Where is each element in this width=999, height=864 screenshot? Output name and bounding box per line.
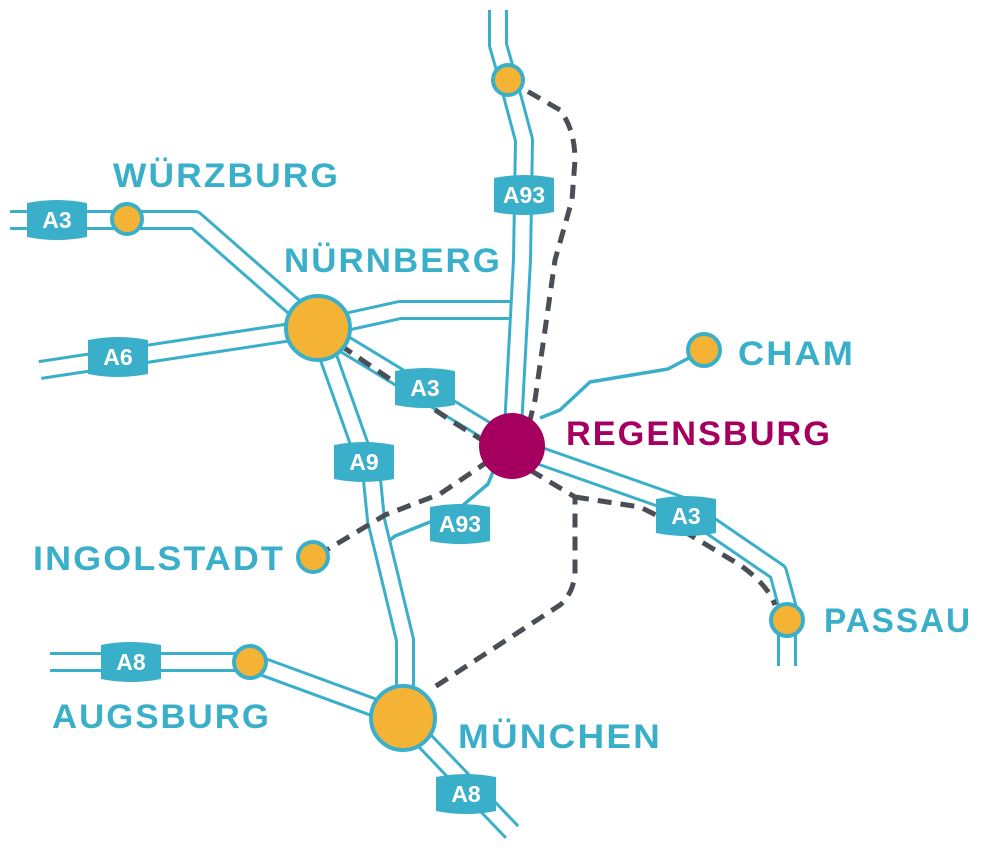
rail-ingolstadt (313, 457, 492, 560)
node-regensburg[interactable] (479, 413, 545, 479)
city-nodes (110, 63, 805, 752)
shield-a6: A6 (88, 337, 148, 377)
shield-label: A8 (451, 781, 481, 807)
shield-label: A93 (439, 511, 481, 537)
road-cham (539, 348, 705, 420)
rail-muenchen (428, 467, 578, 693)
road-shields: A3 A6 A93 A3 A9 A93 A3 A8 (27, 175, 716, 814)
shield-label: A8 (116, 649, 146, 675)
node-ingolstadt[interactable] (296, 540, 330, 574)
shield-label: A9 (349, 449, 378, 475)
label-nuernberg: NÜRNBERG (284, 242, 502, 280)
rail-lines (313, 77, 778, 693)
shield-a93-south: A93 (430, 504, 490, 544)
node-north[interactable] (491, 63, 525, 97)
label-passau: PASSAU (824, 602, 972, 640)
shield-a8-south: A8 (436, 774, 496, 814)
label-ingolstadt: INGOLSTADT (33, 540, 285, 578)
node-augsburg[interactable] (232, 644, 268, 680)
shield-a3-mid: A3 (395, 368, 455, 408)
node-wuerzburg[interactable] (110, 202, 144, 236)
road-a3-east (508, 436, 797, 666)
shield-a3-west: A3 (27, 200, 87, 240)
node-nuernberg[interactable] (284, 294, 352, 362)
label-wuerzburg: WÜRZBURG (113, 157, 340, 195)
city-labels: WÜRZBURG NÜRNBERG CHAM REGENSBURG INGOLS… (33, 157, 972, 756)
label-augsburg: AUGSBURG (52, 698, 271, 736)
shield-a3-east: A3 (656, 496, 716, 536)
shield-label: A93 (503, 182, 545, 208)
shield-a93-north: A93 (494, 175, 554, 215)
shield-label: A6 (103, 344, 132, 370)
node-cham[interactable] (686, 332, 722, 368)
node-muenchen[interactable] (369, 684, 437, 752)
shield-label: A3 (42, 207, 71, 233)
rail-north (506, 77, 578, 421)
road-a9 (308, 324, 415, 718)
node-passau[interactable] (769, 602, 805, 638)
label-cham: CHAM (738, 335, 855, 373)
road-a6 (38, 318, 320, 380)
shield-a9: A9 (334, 442, 394, 482)
road-a93-north (488, 10, 534, 447)
shield-label: A3 (410, 375, 439, 401)
shield-a8-west: A8 (101, 642, 161, 682)
label-regensburg: REGENSBURG (566, 415, 832, 453)
rail-nuernberg-regensburg (338, 342, 492, 448)
shield-label: A3 (671, 503, 700, 529)
label-muenchen: MÜNCHEN (458, 718, 662, 756)
